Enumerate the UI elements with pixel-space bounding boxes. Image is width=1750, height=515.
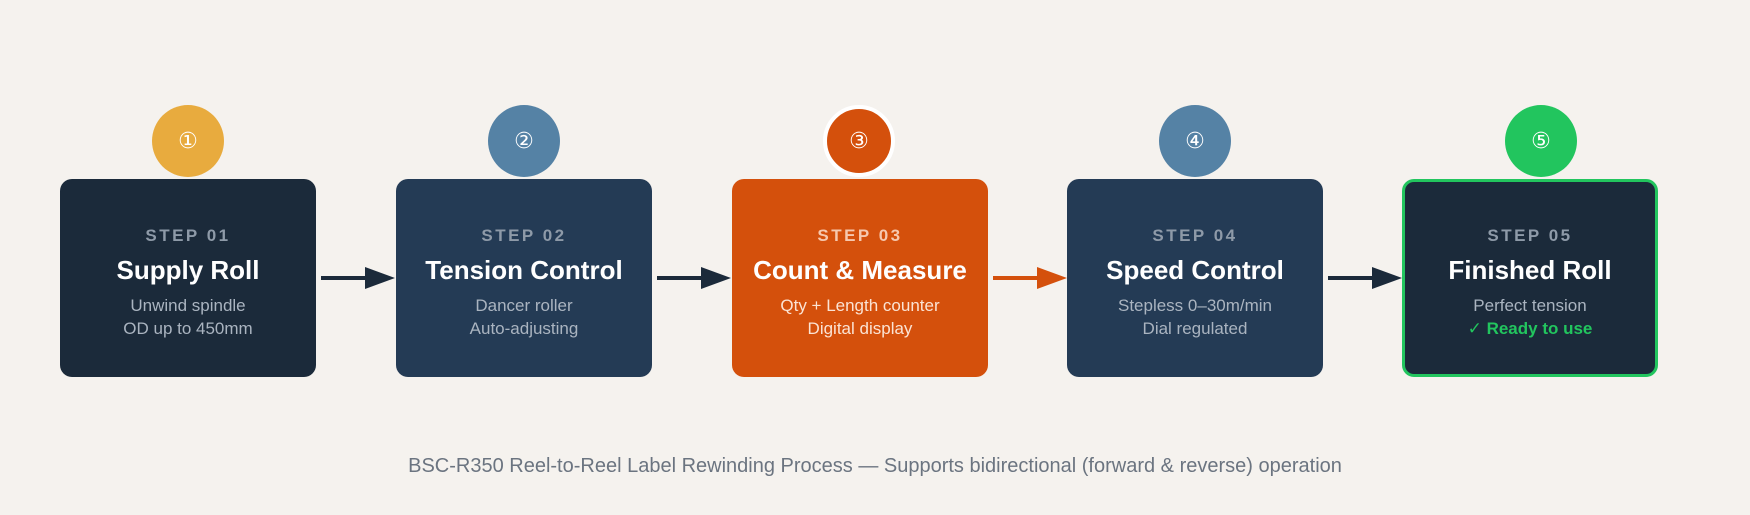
step-description-line: Stepless 0–30m/min (1117, 296, 1273, 315)
step-description-line: OD up to 450mm (123, 319, 253, 338)
arrow-right-icon (993, 267, 1067, 289)
step-badge-2: ② (488, 105, 560, 177)
step-badge-3: ③ (823, 105, 895, 177)
step-description: Perfect tension ✓ Ready to use (1405, 294, 1655, 340)
step-number: STEP 03 (817, 226, 903, 245)
step-title: Count & Measure (753, 255, 967, 285)
step-title: Supply Roll (116, 255, 260, 285)
arrow-right-icon (657, 267, 731, 289)
step-description-line: Dancer roller (475, 296, 573, 315)
step-box-supply-roll: STEP 01 Supply Roll Unwind spindle OD up… (60, 179, 316, 377)
step-description-line: Digital display (807, 319, 913, 338)
step-box-speed-control: STEP 04 Speed Control Stepless 0–30m/min… (1067, 179, 1323, 377)
step-number: STEP 02 (481, 226, 567, 245)
step-number: STEP 04 (1152, 226, 1238, 245)
step-badge-5: ⑤ (1505, 105, 1577, 177)
step-description: Unwind spindle OD up to 450mm (60, 294, 316, 340)
step-description: Dancer roller Auto-adjusting (396, 294, 652, 340)
step-box-finished-roll: STEP 05 Finished Roll Perfect tension ✓ … (1402, 179, 1658, 377)
step-number: STEP 01 (145, 226, 231, 245)
step-description: Stepless 0–30m/min Dial regulated (1067, 294, 1323, 340)
step-badge-4: ④ (1159, 105, 1231, 177)
arrow-right-icon (1328, 267, 1402, 289)
step-box-tension-control: STEP 02 Tension Control Dancer roller Au… (396, 179, 652, 377)
step-description-line: Perfect tension (1473, 296, 1587, 315)
arrow-right-icon (321, 267, 395, 289)
step-box-count-measure: STEP 03 Count & Measure Qty + Length cou… (732, 179, 988, 377)
step-description: Qty + Length counter Digital display (732, 294, 988, 340)
step-badge-1: ① (152, 105, 224, 177)
step-title: Speed Control (1106, 255, 1284, 285)
step-description-line: Unwind spindle (130, 296, 246, 315)
step-description-line: Auto-adjusting (469, 319, 579, 338)
ready-status-label: ✓ Ready to use (1467, 319, 1593, 338)
step-number: STEP 05 (1487, 226, 1573, 245)
step-description-line: Qty + Length counter (780, 296, 940, 315)
step-description-line: Dial regulated (1142, 319, 1248, 338)
step-title: Tension Control (425, 255, 623, 285)
diagram-caption: BSC-R350 Reel-to-Reel Label Rewinding Pr… (408, 455, 1342, 477)
step-title: Finished Roll (1448, 255, 1612, 285)
